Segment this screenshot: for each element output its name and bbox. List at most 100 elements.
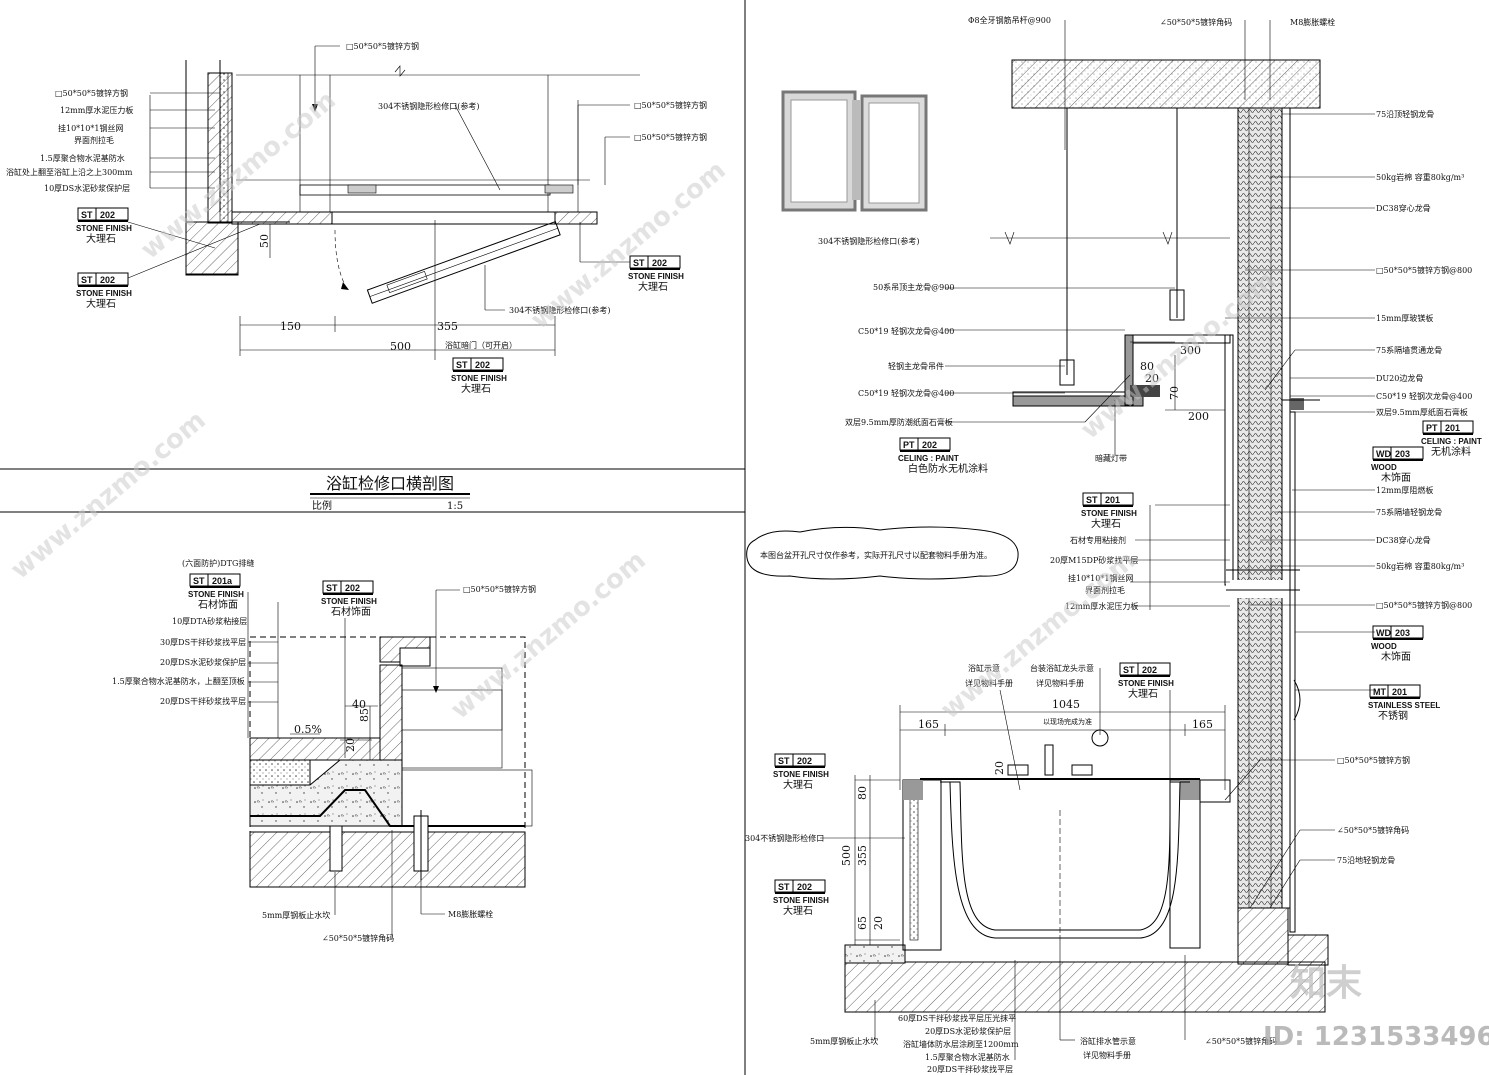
r-wall-4: 15mm厚玻镁板 — [1376, 313, 1433, 323]
r-left-0: 50系吊顶主龙骨@900 — [873, 282, 954, 292]
tag-r-st202b-mat: 大理石 — [783, 904, 813, 917]
tl-door-note: 浴缸暗门（可开启） — [445, 340, 517, 350]
bl-dim-85: 85 — [358, 708, 371, 722]
bl-label-2: 30厚DS干拌砂浆找平层 — [160, 637, 246, 647]
tl-label-1: 12mm厚水泥压力板 — [60, 105, 133, 115]
r-wall2-4: □50*50*5镀锌方钢@800 — [1376, 600, 1472, 610]
tag-r-wd203-mat: 木饰面 — [1381, 471, 1411, 484]
r-dim-65: 65 — [856, 916, 869, 930]
tag-r-mt201-num: 201 — [1392, 687, 1407, 697]
tl-dim-50: 50 — [258, 234, 271, 248]
r-dim-500: 500 — [840, 845, 853, 866]
bl-label-0: (六面防护)DTG排缝 — [182, 558, 254, 568]
r-wall-1: 50kg岩棉 容重80kg/m³ — [1376, 172, 1464, 182]
r-br-1: ∠50*50*5镀锌角码 — [1337, 825, 1409, 835]
r-note: 本图台盆开孔尺寸仅作参考，实际开孔尺寸以配套物料手册为准。 — [760, 550, 992, 560]
bl-bottom-1: ∠50*50*5镀锌角码 — [322, 933, 394, 943]
r-wall-3: □50*50*5镀锌方钢@800 — [1376, 265, 1472, 275]
tag-tl-2-num: 202 — [475, 360, 490, 370]
tag-r-wd203-code: WD — [1376, 449, 1391, 459]
r-center-note: 以现场完成为准 — [1043, 717, 1092, 726]
r-dim-1045: 1045 — [1052, 698, 1080, 711]
r-drain-0: 浴缸排水管示意 — [1080, 1036, 1136, 1046]
r-dim-20c: 20 — [872, 916, 885, 930]
tag-r-wd203b-num: 203 — [1395, 628, 1410, 638]
r-tub-1: 详见物料手册 — [965, 678, 1013, 688]
r-floor-0: 60厚DS干拌砂浆找平层压光抹平 — [898, 1013, 1016, 1023]
tag-r-st201-mat: 大理石 — [1091, 517, 1121, 530]
r-wall-2: DC38穿心龙骨 — [1376, 203, 1431, 213]
r-dim-200: 200 — [1188, 410, 1209, 423]
tl-label-6: 10厚DS水泥砂浆保护层 — [44, 183, 130, 193]
r-floor-1: 20厚DS水泥砂浆保护层 — [925, 1026, 1011, 1036]
tag-tl-3-mat: 大理石 — [638, 280, 668, 293]
tag-bl-2-mat: 石材饰面 — [331, 605, 371, 618]
r-br-0: □50*50*5镀锌方钢 — [1337, 755, 1410, 765]
r-mid-4: 12mm厚水泥压力板 — [1065, 601, 1138, 611]
r-dim-355: 355 — [856, 845, 869, 866]
watermark-site-5: www.znzmo.com — [935, 545, 1141, 725]
r-dim-80: 80 — [1140, 360, 1154, 373]
r-left-4: 双层9.5mm厚防潮纸面石膏板 — [845, 417, 953, 427]
r-dim-70: 70 — [1168, 386, 1181, 400]
tag-bl-1-finish: STONE FINISH — [188, 590, 244, 599]
r-wall-0: 75沿顶轻钢龙骨 — [1376, 109, 1434, 119]
tag-tl-3-finish: STONE FINISH — [628, 272, 684, 281]
tag-r-st202a-finish: STONE FINISH — [773, 770, 829, 779]
r-access: 304不锈钢隐形检修口 — [745, 833, 824, 843]
r-wall-8: 双层9.5mm厚纸面石膏板 — [1376, 407, 1468, 417]
tag-bl-1-mat: 石材饰面 — [198, 598, 238, 611]
r-angle: ∠50*50*5镀锌角码 — [1205, 1036, 1277, 1046]
bl-label-1: 10厚DTA砂浆粘接层 — [172, 616, 247, 626]
tag-r-mt201-finish: STAINLESS STEEL — [1368, 701, 1440, 710]
access-panel-photo — [781, 90, 928, 212]
tag-tl-0-finish: STONE FINISH — [76, 224, 132, 233]
tag-tl-1-code: ST — [81, 275, 93, 285]
tag-r-st202c-num: 202 — [1142, 665, 1157, 675]
tag-tl-0-mat: 大理石 — [86, 232, 116, 245]
r-dim-80b: 80 — [856, 786, 869, 800]
tag-r-wd203-num: 203 — [1395, 449, 1410, 459]
watermark-site-3: www.znzmo.com — [5, 405, 211, 585]
tag-r-st201-num: 201 — [1105, 495, 1120, 505]
tag-tl-3-num: 202 — [652, 258, 667, 268]
bl-bottom-2: M8膨胀螺栓 — [448, 909, 493, 919]
tag-r-st202a-num: 202 — [797, 756, 812, 766]
tl-label-2: 挂10*10*1钢丝网 — [58, 123, 123, 133]
watermark-id: ID: 1231533496 — [1263, 1022, 1489, 1052]
tag-bl-1-code: ST — [193, 576, 205, 586]
tag-r-wd203-finish: WOOD — [1371, 463, 1397, 472]
tl-right-1: □50*50*5镀锌方钢 — [634, 132, 707, 142]
tag-r-st202a-mat: 大理石 — [783, 778, 813, 791]
r-dim-20b: 20 — [993, 761, 1006, 775]
tl-access-top: 304不锈钢隐形检修口(参考) — [378, 101, 480, 111]
tag-tl-3-code: ST — [633, 258, 645, 268]
r-stopper: 5mm厚钢板止水坎 — [810, 1036, 878, 1046]
scale-value: 1:5 — [447, 501, 463, 512]
tl-label-3: 界面剂拉毛 — [74, 135, 114, 145]
tag-r-st201-finish: STONE FINISH — [1081, 509, 1137, 518]
r-wall2-0: 12mm厚阻燃板 — [1376, 485, 1433, 495]
r-left-2: 轻钢主龙骨吊件 — [888, 361, 944, 371]
r-tub-3: 详见物料手册 — [1036, 678, 1084, 688]
bl-label-5: 20厚DS干拌砂浆找平层 — [160, 696, 246, 706]
tag-tl-1-mat: 大理石 — [86, 297, 116, 310]
section-title: 浴缸检修口横剖图 — [326, 474, 454, 493]
r-tub-0: 浴缸示意 — [968, 663, 1000, 673]
r-top-0: Φ8全牙钢筋吊杆@900 — [968, 15, 1051, 25]
tag-tl-0-num: 202 — [100, 210, 115, 220]
r-wall-5: 75系隔墙贯通龙骨 — [1376, 345, 1442, 355]
tag-r-st202b-num: 202 — [797, 882, 812, 892]
photo-caption: 304不锈钢隐形检修口(参考) — [818, 236, 920, 246]
tag-r-ceiling-finish: CELING : PAINT — [898, 454, 959, 463]
tag-tl-2-finish: STONE FINISH — [451, 374, 507, 383]
scale-label: 比例 — [312, 499, 332, 512]
